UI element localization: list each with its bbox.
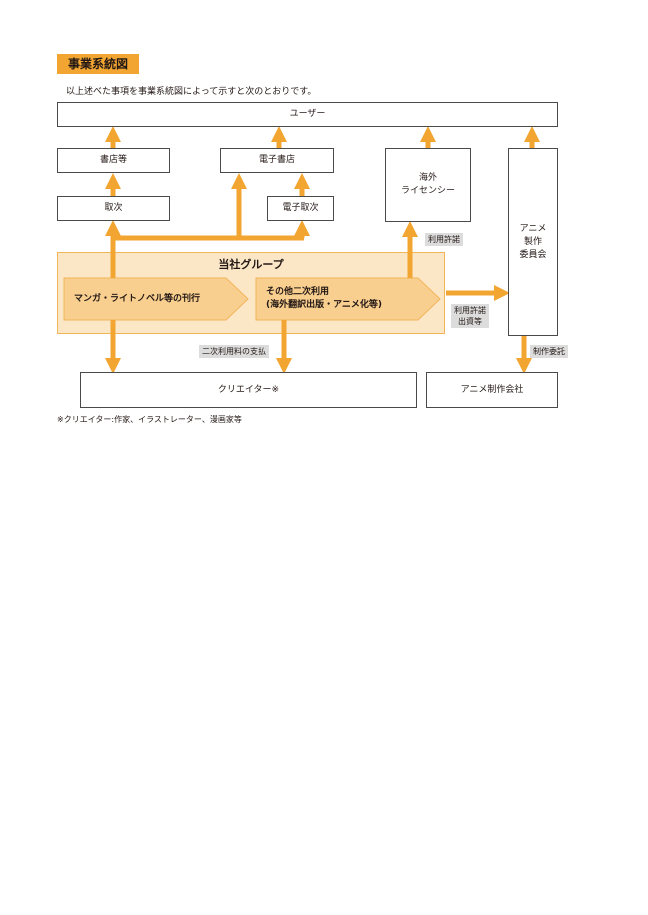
creator-box: クリエイター※: [80, 372, 417, 408]
edistributor-box: 電子取次: [267, 196, 334, 221]
production-order-label: 制作委託: [530, 345, 568, 358]
group-title: 当社グループ: [218, 258, 284, 271]
publishing-label: マンガ・ライトノベル等の刊行: [74, 294, 201, 304]
license-invest-label: 利用許諾 出資等: [451, 304, 489, 328]
secondary-chevron: [255, 277, 441, 321]
overseas-licensee-box: 海外 ライセンシー: [385, 148, 471, 222]
intro-text: 以上述べた事項を事業系統図によって示すと次のとおりです。: [66, 87, 317, 97]
publishing-chevron: [63, 277, 249, 321]
secondary-use-label: その他二次利用 (海外翻訳出版・アニメ化等): [266, 287, 383, 310]
ebookstore-box: 電子書店: [220, 148, 334, 173]
distributor-box: 取次: [57, 196, 170, 221]
anime-company-box: アニメ制作会社: [426, 372, 558, 408]
footnote: ※クリエイター:作家、イラストレーター、漫画家等: [57, 415, 242, 424]
section-heading: 事業系統図: [57, 54, 139, 74]
secondary-fee-label: 二次利用料の支払: [199, 345, 269, 358]
anime-committee-box: アニメ 製作 委員会: [508, 148, 558, 336]
bookstore-box: 書店等: [57, 148, 170, 173]
license-label: 利用許諾: [425, 233, 463, 246]
user-box: ユーザー: [57, 102, 558, 127]
